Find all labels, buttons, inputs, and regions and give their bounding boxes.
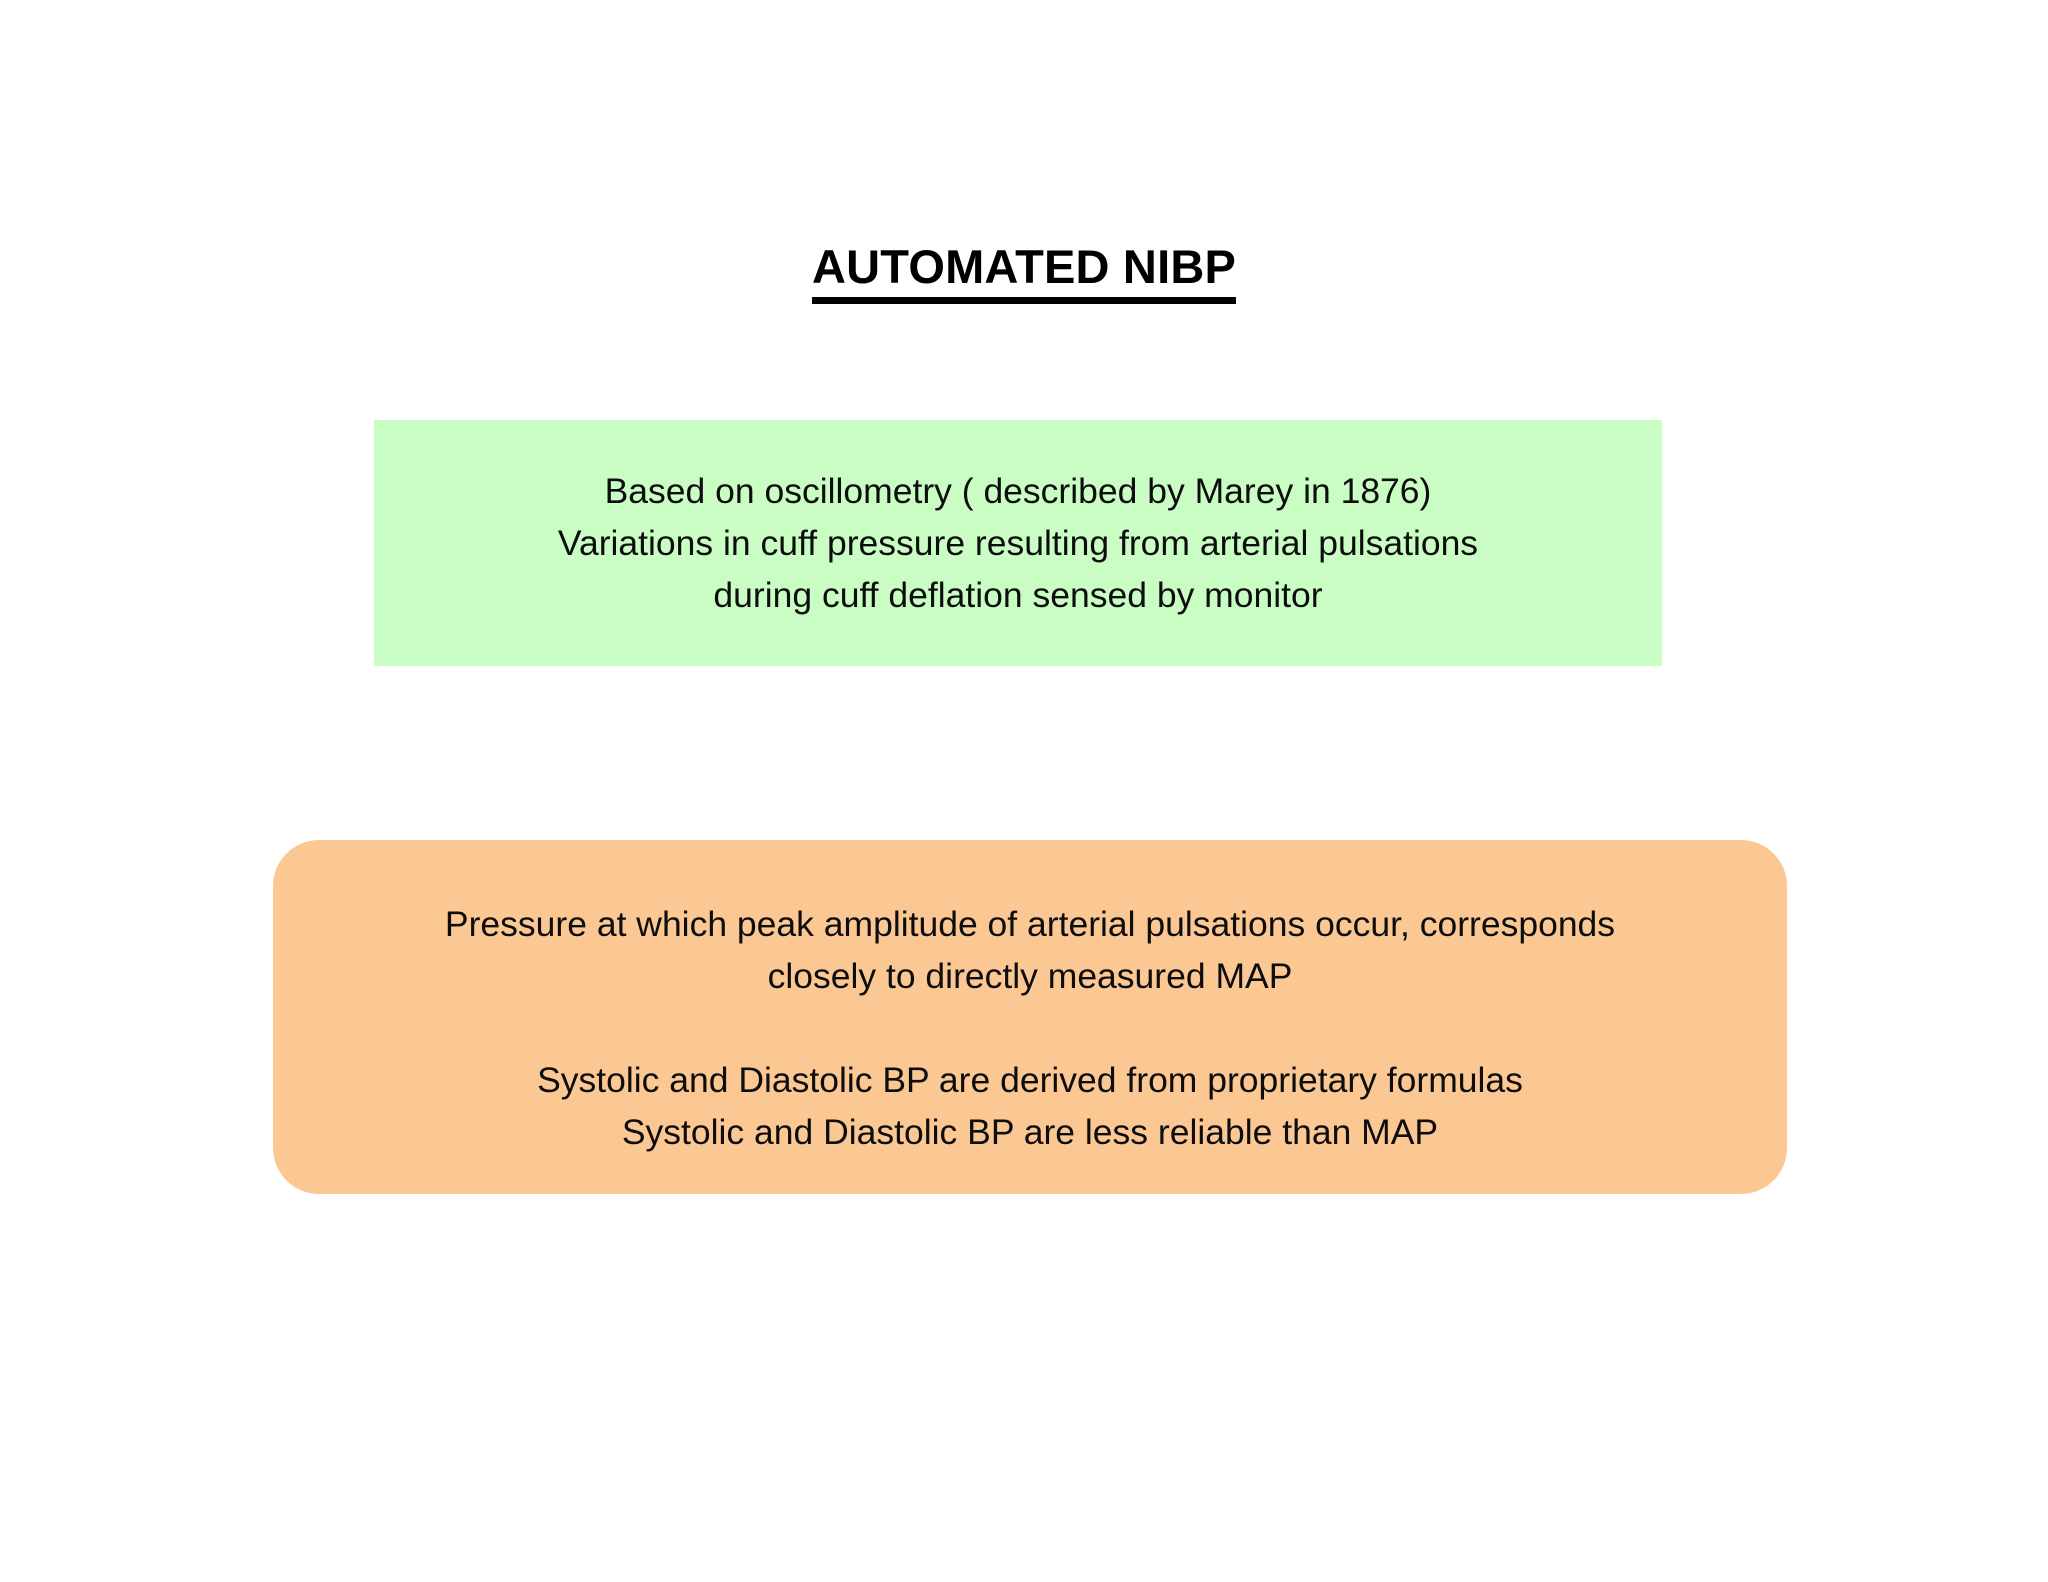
oscillometry-principle-box: Based on oscillometry ( described by Mar… [374, 420, 1662, 666]
orange-box-line-3: Systolic and Diastolic BP are derived fr… [537, 1060, 1523, 1100]
orange-box-line-2: closely to directly measured MAP [767, 956, 1293, 996]
green-box-line-3: during cuff deflation sensed by monitor [713, 575, 1323, 615]
green-box-line-2: Variations in cuff pressure resulting fr… [557, 523, 1479, 563]
map-derivation-box: Pressure at which peak amplitude of arte… [273, 840, 1787, 1194]
orange-box-line-1: Pressure at which peak amplitude of arte… [444, 904, 1616, 944]
orange-box-line-4: Systolic and Diastolic BP are less relia… [621, 1112, 1439, 1152]
green-box-line-1: Based on oscillometry ( described by Mar… [604, 471, 1432, 511]
page-title: AUTOMATED NIBP [811, 243, 1237, 304]
page-title-container: AUTOMATED NIBP [0, 243, 2048, 304]
slide-background [268, 0, 1788, 1582]
